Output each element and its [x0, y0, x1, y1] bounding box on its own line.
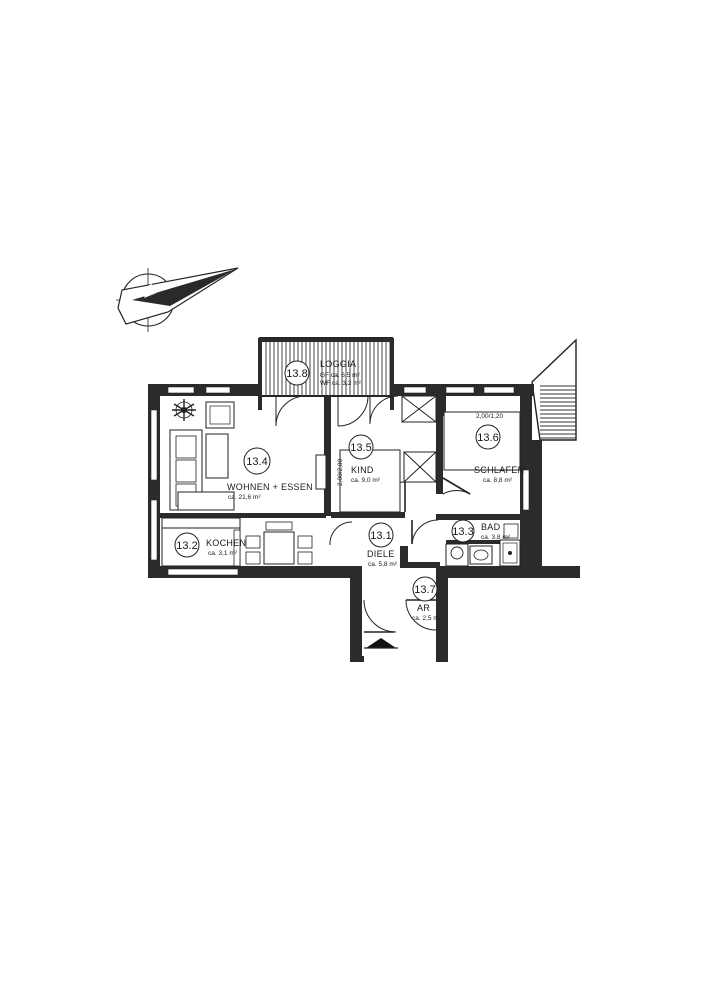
room-number: 13.1 — [370, 530, 391, 542]
neighbor-stair — [531, 338, 577, 441]
room-schlafen: 13.6 SCHLAFEN ca. 8,8 m² 2,00/1,20 — [474, 413, 524, 484]
room-name: AR — [417, 603, 430, 613]
living-furniture — [169, 401, 235, 511]
room-area: GF ca. 6,5 m² — [320, 372, 361, 379]
room-number: 13.2 — [176, 540, 197, 552]
entrance-arrow-icon — [364, 638, 398, 649]
room-bad: 13.3 BAD ca. 3,8 m² — [451, 519, 511, 543]
room-name: LOGGIA — [320, 359, 356, 369]
bathroom-fixtures — [445, 523, 521, 567]
room-area: ca. 3,1 m² — [208, 550, 238, 557]
room-area: ca. 21,6 m² — [228, 494, 261, 501]
room-name: WOHNEN + ESSEN — [227, 482, 313, 492]
room-number: 13.8 — [286, 368, 307, 380]
room-area: WF ca. 3,2 m² — [320, 380, 362, 387]
room-ar: 13.7 AR ca. 2,5 m² — [412, 576, 442, 622]
room-number: 13.6 — [477, 432, 498, 444]
north-arrow-icon — [116, 267, 239, 332]
room-kochen: 13.2 KOCHEN ca. 3,1 m² — [174, 532, 246, 558]
walls — [148, 384, 580, 662]
dining-table — [245, 521, 313, 565]
room-area: ca. 9,0 m² — [351, 477, 381, 484]
room-name: KOCHEN — [206, 538, 246, 548]
room-diele: 13.1 DIELE ca. 5,8 m² — [367, 522, 398, 568]
room-name: SCHLAFEN — [474, 465, 524, 475]
bed-schlafen — [443, 411, 521, 471]
room-number: 13.5 — [350, 442, 371, 454]
room-number: 13.7 — [414, 584, 435, 596]
room-area: ca. 2,5 m² — [412, 615, 442, 622]
room-area: ca. 3,8 m² — [481, 534, 511, 541]
opening-label: 2,00/2,00 — [337, 459, 344, 486]
room-name: DIELE — [367, 549, 395, 559]
room-area: ca. 8,8 m² — [483, 477, 513, 484]
wardrobe-kind — [339, 395, 437, 513]
room-number: 13.4 — [246, 456, 267, 468]
loggia-hatch — [258, 337, 394, 410]
dimension-label: 2,00/1,20 — [476, 413, 503, 420]
room-number: 13.3 — [452, 526, 473, 538]
plant-icon — [172, 399, 196, 421]
room-kind: 13.5 KIND ca. 9,0 m² — [348, 434, 381, 484]
room-area: ca. 5,8 m² — [368, 561, 398, 568]
room-loggia: 13.8 LOGGIA GF ca. 6,5 m² WF ca. 3,2 m² — [284, 359, 362, 387]
room-name: BAD — [481, 522, 501, 532]
room-name: KIND — [351, 465, 374, 475]
room-wohnen: 13.4 WOHNEN + ESSEN ca. 21,6 m² — [227, 447, 313, 501]
